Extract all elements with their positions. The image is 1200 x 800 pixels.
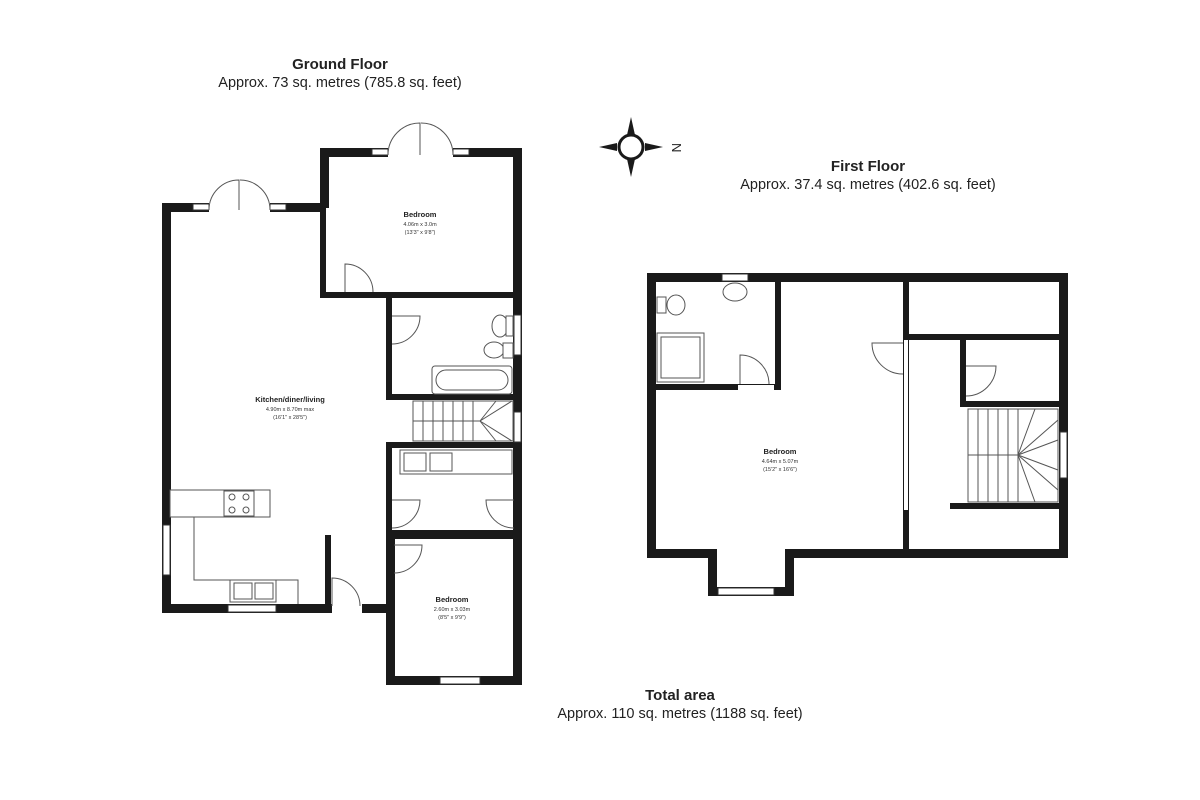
room-name-bedroom-1: Bedroom (404, 210, 437, 219)
total-area-heading: Total area Approx. 110 sq. metres (1188 … (480, 687, 880, 722)
north-label: N (669, 143, 684, 152)
first-floor-heading: First Floor Approx. 37.4 sq. metres (402… (668, 158, 1068, 193)
ground-floor-plan: Bedroom 4.06m x 3.0m (13'3" x 9'8") Kitc… (162, 122, 522, 685)
room-imperial-bedroom-2: (8'5" x 9'9") (438, 615, 466, 621)
ground-floor-title: Ground Floor (292, 56, 388, 73)
ground-floor-area: Approx. 73 sq. metres (785.8 sq. feet) (218, 75, 462, 91)
room-name-bedroom-2: Bedroom (436, 595, 469, 604)
total-area-title: Total area (645, 687, 715, 704)
room-imperial-bedroom-1: (13'3" x 9'8") (405, 230, 436, 236)
total-area-value: Approx. 110 sq. metres (1188 sq. feet) (557, 706, 803, 722)
room-metric-first-bedroom: 4.64m x 5.07m (762, 459, 799, 465)
room-imperial-kitchen: (16'1" x 28'5") (273, 415, 307, 421)
ground-stairs (412, 400, 514, 442)
room-metric-bedroom-2: 2.60m x 3.03m (434, 607, 471, 613)
room-imperial-first-bedroom: (15'2" x 16'6") (763, 467, 797, 473)
first-floor-title: First Floor (830, 158, 906, 175)
first-stairs (967, 408, 1059, 503)
room-metric-bedroom-1: 4.06m x 3.0m (403, 222, 437, 228)
first-floor-plan: Bedroom 4.64m x 5.07m (15'2" x 16'6") (647, 273, 1068, 596)
first-floor-area: Approx. 37.4 sq. metres (402.6 sq. feet) (740, 177, 996, 193)
ground-floor-heading: Ground Floor Approx. 73 sq. metres (785.… (140, 56, 540, 91)
compass-rose-icon: N (599, 117, 684, 177)
room-name-kitchen: Kitchen/diner/living (255, 395, 325, 404)
room-name-first-bedroom: Bedroom (764, 447, 797, 456)
room-metric-kitchen: 4.90m x 8.70m max (266, 407, 315, 413)
